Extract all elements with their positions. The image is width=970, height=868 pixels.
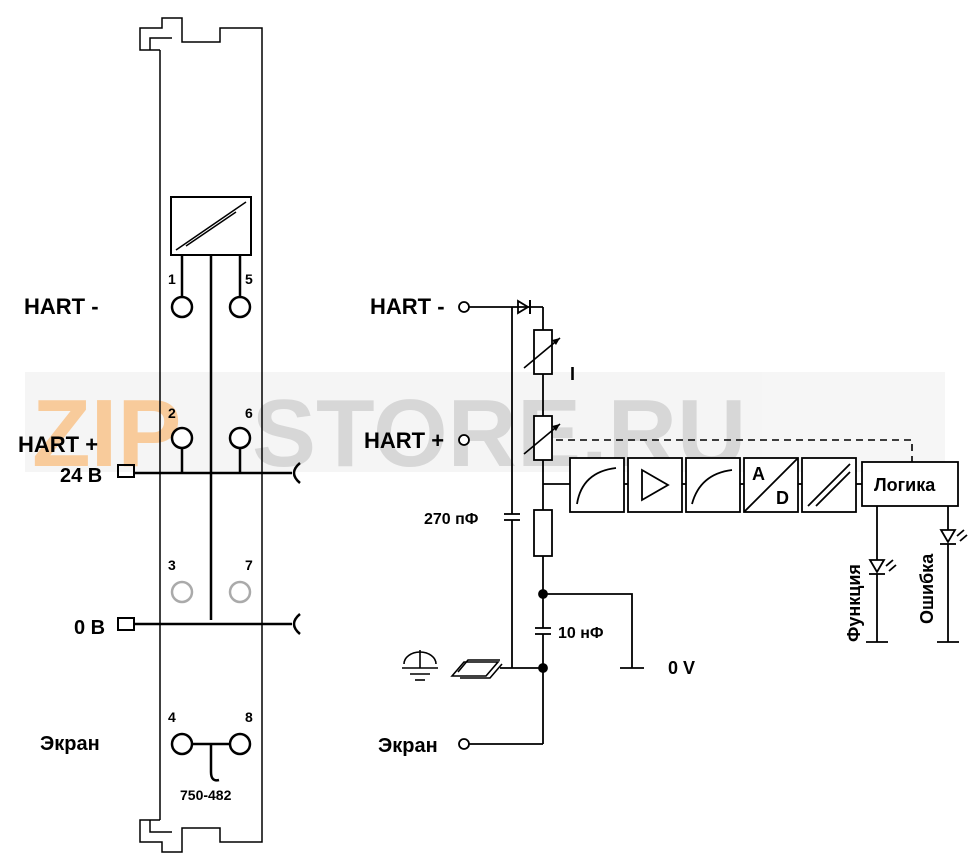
- terminal-number-1: 1: [168, 271, 176, 287]
- terminal-number-7: 7: [245, 557, 253, 573]
- led-lines: [866, 506, 968, 643]
- label-hart-plus-right: HART +: [364, 428, 444, 453]
- terminal-1: [170, 295, 194, 319]
- din-rail-icon: [450, 659, 503, 679]
- cap2-label: 10 нФ: [558, 625, 604, 642]
- screen-terminal: [458, 738, 470, 750]
- amplifier-block: [627, 457, 683, 513]
- terminals: [170, 295, 252, 756]
- capacitor-10nf: [469, 627, 551, 745]
- label-hart-plus-left: HART +: [18, 432, 98, 457]
- filter-block-2: [685, 457, 741, 513]
- led-error-label: Ошибка: [917, 553, 937, 624]
- resistor: [533, 509, 644, 669]
- variable-resistor-2: [523, 415, 561, 461]
- zero-v-label: 0 V: [668, 658, 695, 678]
- label-screen-left: Экран: [40, 733, 100, 755]
- converter-box: [170, 196, 252, 256]
- terminal-3: [170, 580, 194, 604]
- terminal-7: [228, 580, 252, 604]
- module-bus-lines: [180, 255, 242, 620]
- part-number: 750-482: [180, 787, 232, 803]
- hart-minus-line: [458, 299, 544, 514]
- watermark-zip: ZIP: [32, 380, 181, 487]
- terminal-4: [170, 732, 194, 756]
- logic-label: Логика: [874, 475, 936, 495]
- terminal-number-2: 2: [168, 405, 176, 421]
- adc-label-a: A: [752, 464, 765, 484]
- terminal-number-4: 4: [168, 709, 176, 725]
- screen-jumper: [192, 742, 230, 782]
- terminal-number-8: 8: [245, 709, 253, 725]
- label-24v: 24 В: [60, 465, 102, 487]
- terminal-number-5: 5: [245, 271, 253, 287]
- terminal-8: [228, 732, 252, 756]
- capacitor-270pf: [504, 513, 520, 668]
- terminal-5: [228, 295, 252, 319]
- earth-icon: [402, 650, 438, 681]
- hart-plus-terminal: [458, 434, 470, 446]
- terminal-6: [228, 426, 252, 450]
- logic-block: [861, 461, 959, 507]
- rail-24v: [117, 462, 301, 484]
- variable-resistor-1: [523, 329, 561, 375]
- terminal-number-6: 6: [245, 405, 253, 421]
- current-symbol: I: [570, 364, 575, 384]
- label-hart-minus-right: HART -: [370, 294, 445, 319]
- adc-label-d: D: [776, 488, 789, 508]
- label-screen-right: Экран: [378, 735, 438, 757]
- module-housing: [139, 17, 263, 853]
- signal-chain: [569, 457, 959, 513]
- label-hart-minus-left: HART -: [24, 294, 99, 319]
- label-0v: 0 В: [74, 617, 105, 639]
- terminal-2: [170, 426, 194, 450]
- rail-0v: [117, 613, 301, 635]
- cap1-label: 270 пФ: [424, 511, 479, 528]
- led-function-label: Функция: [844, 564, 864, 642]
- terminal-number-3: 3: [168, 557, 176, 573]
- filter-block-1: [569, 457, 625, 513]
